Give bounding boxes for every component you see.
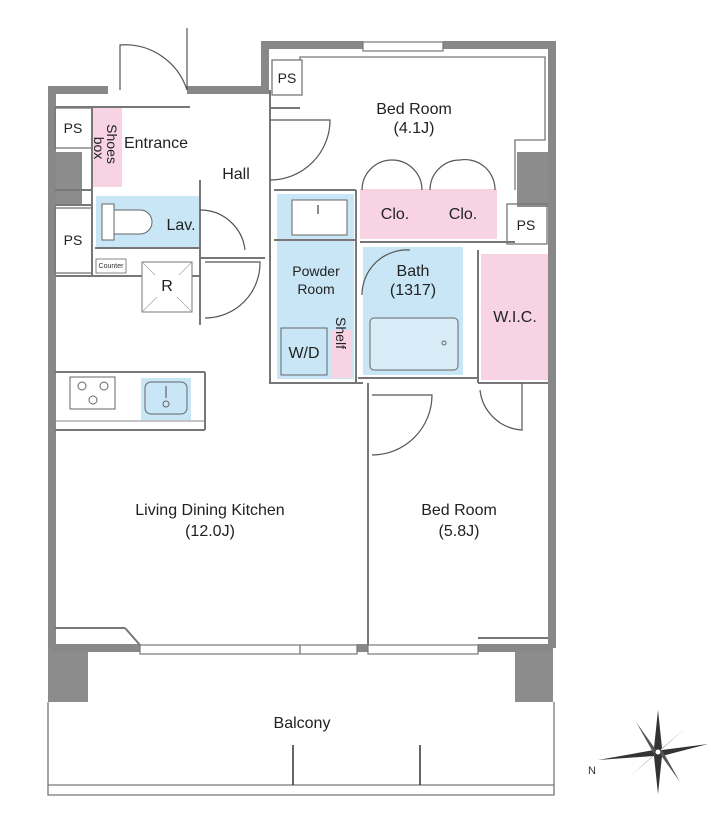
room-labels: Bed Room (4.1J) PS PS PS PS Shoes box En…: [64, 70, 537, 732]
refrigerator: [141, 261, 193, 313]
ps-box-4: [506, 203, 548, 245]
lavatory-label: Lav.: [166, 217, 195, 234]
ps-label-4: PS: [517, 217, 536, 233]
washer-dryer-label: W/D: [288, 345, 319, 362]
closet-area: [360, 189, 497, 239]
powder-room-label-1: Powder: [292, 263, 340, 279]
exterior-walls: [48, 41, 556, 652]
ldk-name: Living Dining Kitchen: [135, 502, 284, 519]
door-wic: [479, 383, 523, 431]
bath-area: [363, 247, 463, 375]
column-nw: [52, 152, 82, 204]
shoes-box-label-2: box: [91, 137, 107, 160]
counter: [95, 258, 127, 274]
ps-box-2: [54, 107, 93, 149]
columns: [48, 152, 553, 702]
door-closet-1: [361, 159, 423, 191]
bath-name: Bath: [397, 263, 430, 280]
bedroom-bottom-name: Bed Room: [421, 502, 497, 519]
balcony-label: Balcony: [274, 715, 331, 732]
fixtures: [55, 199, 459, 422]
column-ne: [517, 152, 550, 207]
ps-box-3: [54, 207, 93, 274]
bedroom-bottom-size: (5.8J): [439, 523, 480, 540]
column-se: [515, 647, 553, 702]
shelf-area: [331, 330, 351, 378]
toilet: [101, 203, 153, 241]
closet-1-label: Clo.: [381, 206, 409, 223]
ps-box-1: [271, 59, 303, 96]
kitchen-sink: [144, 381, 188, 415]
ldk-size: (12.0J): [185, 523, 235, 540]
door-bath: [361, 249, 411, 296]
colored-areas: [92, 107, 548, 420]
refrigerator-label: R: [161, 278, 173, 295]
bathtub: [369, 317, 459, 371]
door-hall-lower: [204, 261, 261, 319]
compass-north-label: N: [588, 765, 596, 777]
bedroom-top-name: Bed Room: [376, 101, 452, 118]
powder-room-label-2: Room: [297, 281, 334, 297]
compass-rose: N: [588, 710, 708, 794]
ps-label-1: PS: [278, 70, 297, 86]
wic-label: W.I.C.: [493, 309, 537, 326]
shoes-box-area: [92, 107, 122, 187]
counter-label: Counter: [99, 263, 125, 270]
ps-label-3: PS: [64, 232, 83, 248]
entrance-label: Entrance: [124, 135, 188, 152]
interior-walls: [55, 90, 548, 646]
hall-label: Hall: [222, 166, 250, 183]
door-closet-2: [429, 158, 496, 191]
window-top: [362, 41, 444, 52]
doors: [119, 28, 523, 456]
door-entrance: [119, 44, 188, 91]
ps-boxes: [54, 59, 548, 274]
door-bedroom-top: [269, 119, 331, 181]
shelf-label: Shelf: [333, 317, 349, 349]
wic-area: [481, 254, 548, 380]
bath-size: (1317): [390, 282, 436, 299]
column-sw: [48, 647, 88, 702]
washer-dryer: [280, 327, 328, 376]
windows: [139, 41, 479, 655]
door-bedroom-bottom: [371, 394, 433, 456]
window-bottom-right: [367, 644, 479, 655]
balcony: [47, 702, 555, 796]
powder-sink: [291, 199, 348, 236]
closet-2-label: Clo.: [449, 206, 477, 223]
door-lavatory: [199, 209, 246, 251]
ps-label-2: PS: [64, 120, 83, 136]
window-bottom-left: [139, 644, 358, 655]
bedroom-top-size: (4.1J): [394, 120, 435, 137]
shoes-box-label-1: Shoes: [104, 124, 120, 164]
stove: [69, 376, 116, 410]
